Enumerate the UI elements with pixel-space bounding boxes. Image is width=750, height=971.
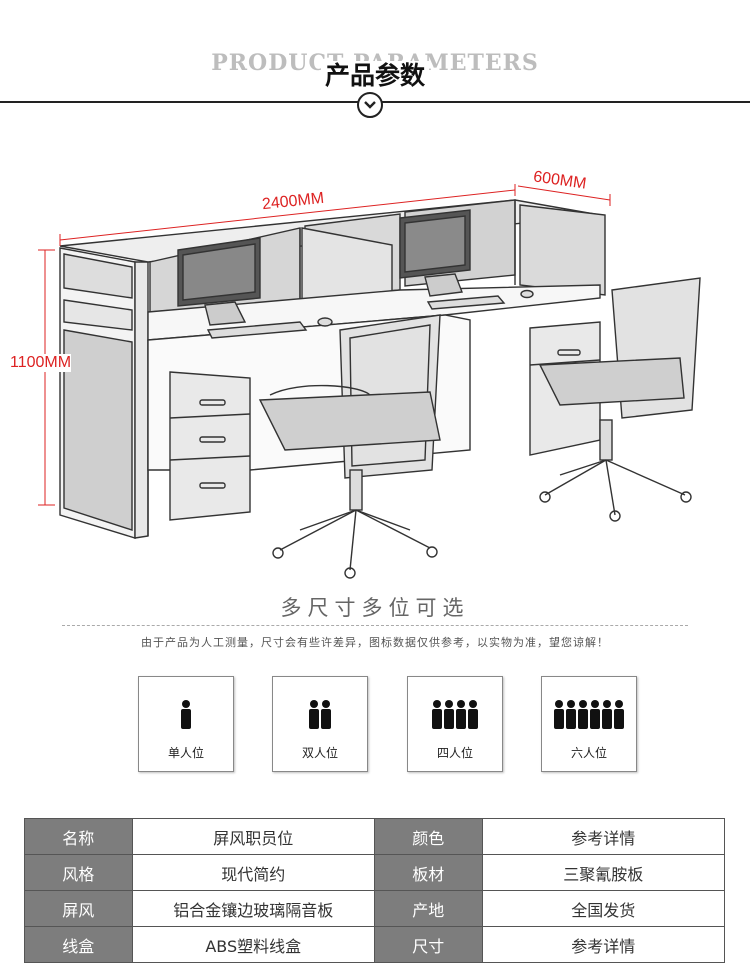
spec-key: 线盒 xyxy=(24,926,133,963)
spec-value: 现代简约 xyxy=(131,854,375,891)
spec-value: 参考详情 xyxy=(481,926,726,963)
seat-option-four[interactable]: 四人位 xyxy=(407,676,503,772)
header-title-cn: 产品参数 xyxy=(0,56,750,92)
seat-option-label: 双人位 xyxy=(301,746,338,760)
people-icon xyxy=(542,699,636,735)
spec-value: 全国发货 xyxy=(481,890,726,927)
seat-option-double[interactable]: 双人位 xyxy=(272,676,368,772)
seat-option-single[interactable]: 单人位 xyxy=(138,676,234,772)
table-row: 线盒 ABS塑料线盒 尺寸 参考详情 xyxy=(24,926,726,963)
people-icon xyxy=(408,699,502,735)
header-title-cn-text: 产品参数 xyxy=(320,61,429,90)
person-icon xyxy=(139,699,233,735)
spec-key: 尺寸 xyxy=(373,926,483,963)
spec-key: 名称 xyxy=(24,818,133,855)
seat-option-six[interactable]: 六人位 xyxy=(541,676,637,772)
spec-value: 参考详情 xyxy=(481,818,726,855)
seat-option-label: 四人位 xyxy=(436,746,473,760)
spec-key: 产地 xyxy=(373,890,483,927)
spec-value: 屏风职员位 xyxy=(131,818,375,855)
table-row: 名称 屏风职员位 颜色 参考详情 xyxy=(24,818,726,855)
options-title: 多尺寸多位可选 xyxy=(280,596,470,620)
spec-value: 三聚氰胺板 xyxy=(481,854,726,891)
spec-key: 板材 xyxy=(373,854,483,891)
spec-key: 颜色 xyxy=(373,818,483,855)
spec-key: 风格 xyxy=(24,854,133,891)
table-row: 风格 现代简约 板材 三聚氰胺板 xyxy=(24,854,726,891)
seat-option-label: 单人位 xyxy=(167,746,204,760)
spec-value: 铝合金镶边玻璃隔音板 xyxy=(131,890,375,927)
people-icon xyxy=(273,699,367,735)
chevron-down-circle-icon xyxy=(357,92,383,118)
seat-option-label: 六人位 xyxy=(570,746,607,760)
dimension-height: 1100MM xyxy=(10,354,72,372)
measurement-note: 由于产品为人工测量，尺寸会有些许差异，图标数据仅供参考，以实物为准，望您谅解！ xyxy=(141,636,609,649)
workstation-illustration xyxy=(38,184,701,579)
dashed-divider xyxy=(62,625,688,626)
spec-table: 名称 屏风职员位 颜色 参考详情 风格 现代简约 板材 三聚氰胺板 屏风 铝合金… xyxy=(24,818,726,963)
spec-value: ABS塑料线盒 xyxy=(131,926,375,963)
table-row: 屏风 铝合金镶边玻璃隔音板 产地 全国发货 xyxy=(24,890,726,927)
spec-key: 屏风 xyxy=(24,890,133,927)
